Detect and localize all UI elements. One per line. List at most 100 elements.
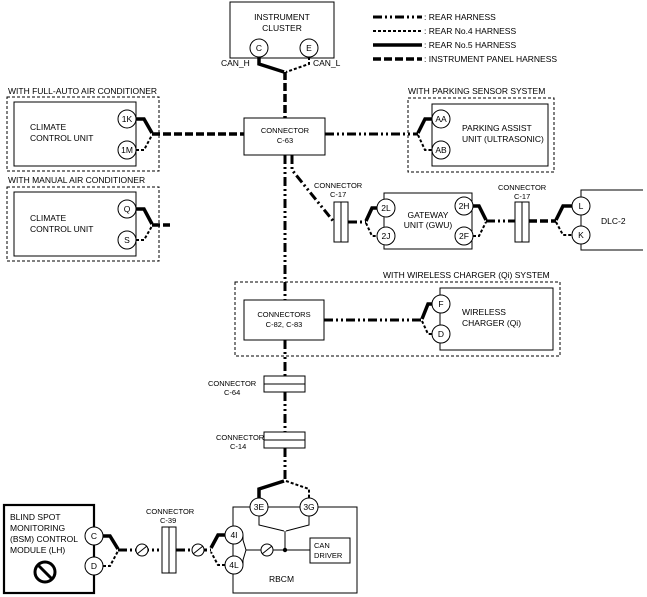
pin-2j-label: 2J [382, 231, 391, 241]
pin-2f-label: 2F [459, 231, 469, 241]
prohibited-icon-ring [33, 560, 57, 584]
pin-2j-circle [376, 226, 396, 246]
wire-2h [473, 204, 488, 221]
connectors-c82-line1: CONNECTORS [257, 310, 310, 319]
connectors-c82-c83: CONNECTORS C-82, C-83 [243, 299, 325, 341]
wire-2l [364, 206, 377, 222]
pin-l-circle [571, 196, 591, 216]
wireless-charger-line2: CHARGER (Qi) [462, 318, 521, 328]
climate-manual-box [13, 191, 137, 257]
can-driver-line2: DRIVER [314, 551, 343, 560]
rbcm-label: RBCM [269, 574, 294, 584]
connector-c17-left-line2: C-17 [330, 190, 346, 199]
parking-unit-line2: UNIT (ULTRASONIC) [462, 134, 544, 144]
wire-ic-c [257, 57, 285, 74]
prohibited-icon-bar [36, 563, 54, 581]
dlc-2: DLC-2 L K [571, 189, 643, 251]
bsm-line4: MODULE (LH) [10, 545, 65, 555]
pin-bsm-c-label: C [91, 531, 97, 541]
pin-l-label: L [579, 201, 584, 211]
resistor-left-slash [136, 545, 148, 555]
rbcm-resistor-slash [261, 545, 273, 555]
bsm-control-module: BLIND SPOT MONITORING (BSM) CONTROL MODU… [2, 503, 104, 595]
pin-2h-label: 2H [459, 201, 470, 211]
pin-bsm-c-circle [84, 526, 104, 546]
connector-c39-line1: CONNECTOR [146, 507, 195, 516]
wire-c63-to-c17 [290, 155, 336, 223]
prohibited-icon [33, 560, 57, 584]
climate-auto-line2: CONTROL UNIT [30, 133, 93, 143]
connector-c17-right-line2: C-17 [514, 192, 530, 201]
wire-4l [210, 551, 225, 566]
rbcm-terminating-resistor [260, 543, 274, 557]
wire-aa [416, 117, 432, 134]
wireless-charger-line1: WIRELESS [462, 307, 506, 317]
wire-2j [365, 222, 377, 237]
can-h-label: CAN_H [221, 58, 250, 68]
manual-group-box [6, 186, 160, 262]
pin-f-label: F [438, 299, 443, 309]
pin-q-label: Q [124, 204, 131, 214]
connector-c39-line2: C-39 [160, 516, 176, 525]
connector-c14 [263, 431, 306, 449]
resistor-right-slash [192, 545, 204, 555]
pin-aa-label: AA [435, 114, 447, 124]
connectors-c82-box [243, 299, 325, 341]
pin-3e-label: 3E [254, 502, 265, 512]
climate-manual-line1: CLIMATE [30, 213, 67, 223]
connector-c63-line1: CONNECTOR [261, 126, 310, 135]
pin-1m-label: 1M [121, 145, 133, 155]
pin-4i-label: 4I [230, 530, 237, 540]
legend-ip-label: : INSTRUMENT PANEL HARNESS [424, 54, 557, 64]
dlc-label: DLC-2 [601, 216, 626, 226]
pin-4l-label: 4L [229, 560, 239, 570]
wire-3e [257, 479, 285, 498]
connector-c64 [263, 375, 306, 393]
rbcm-internal-4l [242, 549, 247, 565]
resistor-left-c39 [135, 543, 149, 557]
pin-c-label: C [256, 43, 262, 53]
connectors-c82-line2: C-82, C-83 [266, 320, 303, 329]
connector-c17-left-line1: CONNECTOR [314, 181, 363, 190]
pin-k-label: K [578, 230, 584, 240]
connector-c14-line1: CONNECTOR [216, 433, 265, 442]
bsm-line3: (BSM) CONTROL [10, 534, 78, 544]
can-l-label: CAN_L [313, 58, 341, 68]
legend-no4-label: : REAR No.4 HARNESS [424, 26, 516, 36]
instrument-cluster-line2: CLUSTER [262, 23, 302, 33]
connector-c63-line2: C-63 [277, 136, 293, 145]
pin-k-circle [571, 225, 591, 245]
rbcm-internal-3e [258, 516, 285, 532]
wireless-group-label: WITH WIRELESS CHARGER (Qi) SYSTEM [383, 270, 550, 280]
connector-c64-line1: CONNECTOR [208, 379, 257, 388]
rbcm-internal-3g [285, 516, 310, 532]
can-driver-line1: CAN [314, 541, 330, 550]
connector-c17-right-line1: CONNECTOR [498, 183, 547, 192]
connector-c63-box [243, 117, 326, 156]
pin-2l-label: 2L [381, 203, 391, 213]
climate-manual-line2: CONTROL UNIT [30, 224, 93, 234]
legend-no5-label: : REAR No.5 HARNESS [424, 40, 516, 50]
climate-auto-line1: CLIMATE [30, 122, 67, 132]
wire-bsm-c [103, 534, 120, 550]
pin-bsm-d-circle [84, 556, 104, 576]
legend-rear-label: : REAR HARNESS [424, 12, 496, 22]
full-auto-group-box [6, 96, 160, 172]
connector-c14-line2: C-14 [230, 442, 246, 451]
wireless-charger: WIRELESS CHARGER (Qi) F D [431, 287, 554, 351]
pin-ab-circle [431, 140, 451, 160]
parking-group-label: WITH PARKING SENSOR SYSTEM [408, 86, 545, 96]
gateway-line2: UNIT (GWU) [404, 220, 453, 230]
wire-ab [417, 134, 432, 151]
pin-3g-label: 3G [303, 502, 314, 512]
climate-control-unit-manual: CLIMATE CONTROL UNIT Q S [13, 191, 137, 257]
wireless-charger-box [439, 287, 554, 351]
dlc-box [580, 189, 643, 251]
connector-c17-right [514, 201, 530, 243]
bsm-line2: MONITORING [10, 523, 65, 533]
pin-1k-label: 1K [122, 114, 133, 124]
pin-d-wc-label: D [438, 329, 444, 339]
wire-k [555, 221, 572, 236]
rbcm-internal-4i [242, 535, 247, 551]
